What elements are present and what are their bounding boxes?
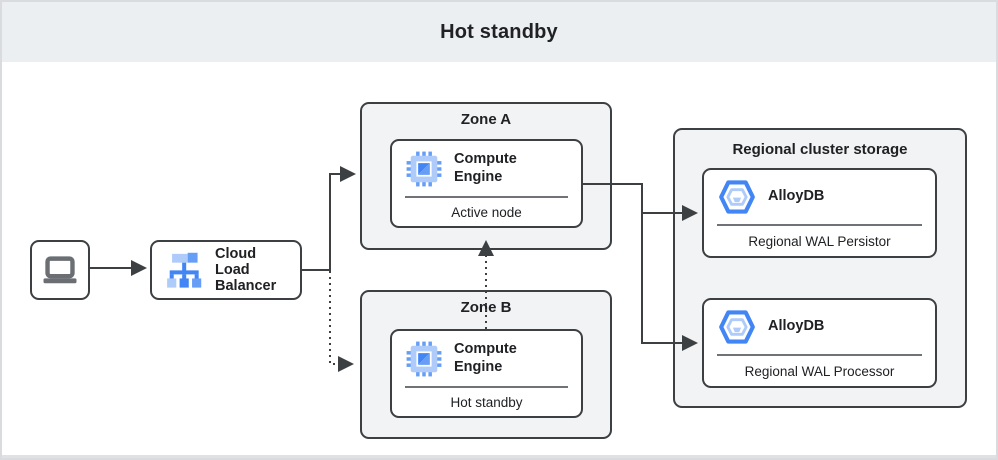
zone-a-label: Zone A [460, 111, 512, 128]
service-name: Compute Engine [454, 151, 517, 185]
alloydb-icon [719, 310, 755, 344]
card-divider [405, 386, 568, 388]
card-divider [717, 224, 922, 226]
load-balancer-icon [167, 252, 202, 288]
compute-engine-icon [406, 151, 442, 186]
card-divider [405, 196, 568, 198]
zone-b-label: Zone B [460, 299, 512, 316]
service-role: Regional WAL Processor [744, 363, 895, 379]
card-header: AlloyDB [704, 170, 935, 224]
alloydb-icon [719, 180, 755, 214]
storage-label: Regional cluster storage [732, 141, 908, 158]
load-balancer-node: Cloud Load Balancer [150, 240, 302, 300]
alloydb-processor-card: AlloyDB Regional WAL Processor [702, 298, 937, 388]
card-divider [717, 354, 922, 356]
client-node [30, 240, 90, 300]
arrow-lb-to-zone-b [329, 271, 354, 372]
service-name: AlloyDB [768, 188, 825, 205]
laptop-icon [43, 256, 77, 284]
diagram-header: Hot standby [2, 2, 996, 62]
service-role: Regional WAL Persistor [748, 233, 891, 249]
card-header: Compute Engine [392, 331, 581, 386]
service-name: Compute Engine [454, 341, 517, 375]
zone-b-group: Zone B Compute Engine Ho [360, 290, 612, 439]
service-role: Hot standby [450, 394, 523, 410]
compute-engine-standby-card: Compute Engine Hot standby [390, 329, 583, 418]
arrow-lb-to-zone-a [302, 166, 356, 271]
card-header: Compute Engine [392, 141, 581, 196]
regional-cluster-storage-group: Regional cluster storage AlloyDB Regiona… [673, 128, 967, 408]
compute-engine-active-card: Compute Engine Active node [390, 139, 583, 228]
load-balancer-label: Cloud Load Balancer [215, 245, 277, 295]
diagram-title: Hot standby [440, 20, 558, 43]
service-role: Active node [451, 204, 522, 220]
compute-engine-icon [406, 341, 442, 376]
service-name: AlloyDB [768, 318, 825, 335]
zone-a-group: Zone A Compute Engine Ac [360, 102, 612, 250]
alloydb-persistor-card: AlloyDB Regional WAL Persistor [702, 168, 937, 258]
card-header: AlloyDB [704, 300, 935, 354]
